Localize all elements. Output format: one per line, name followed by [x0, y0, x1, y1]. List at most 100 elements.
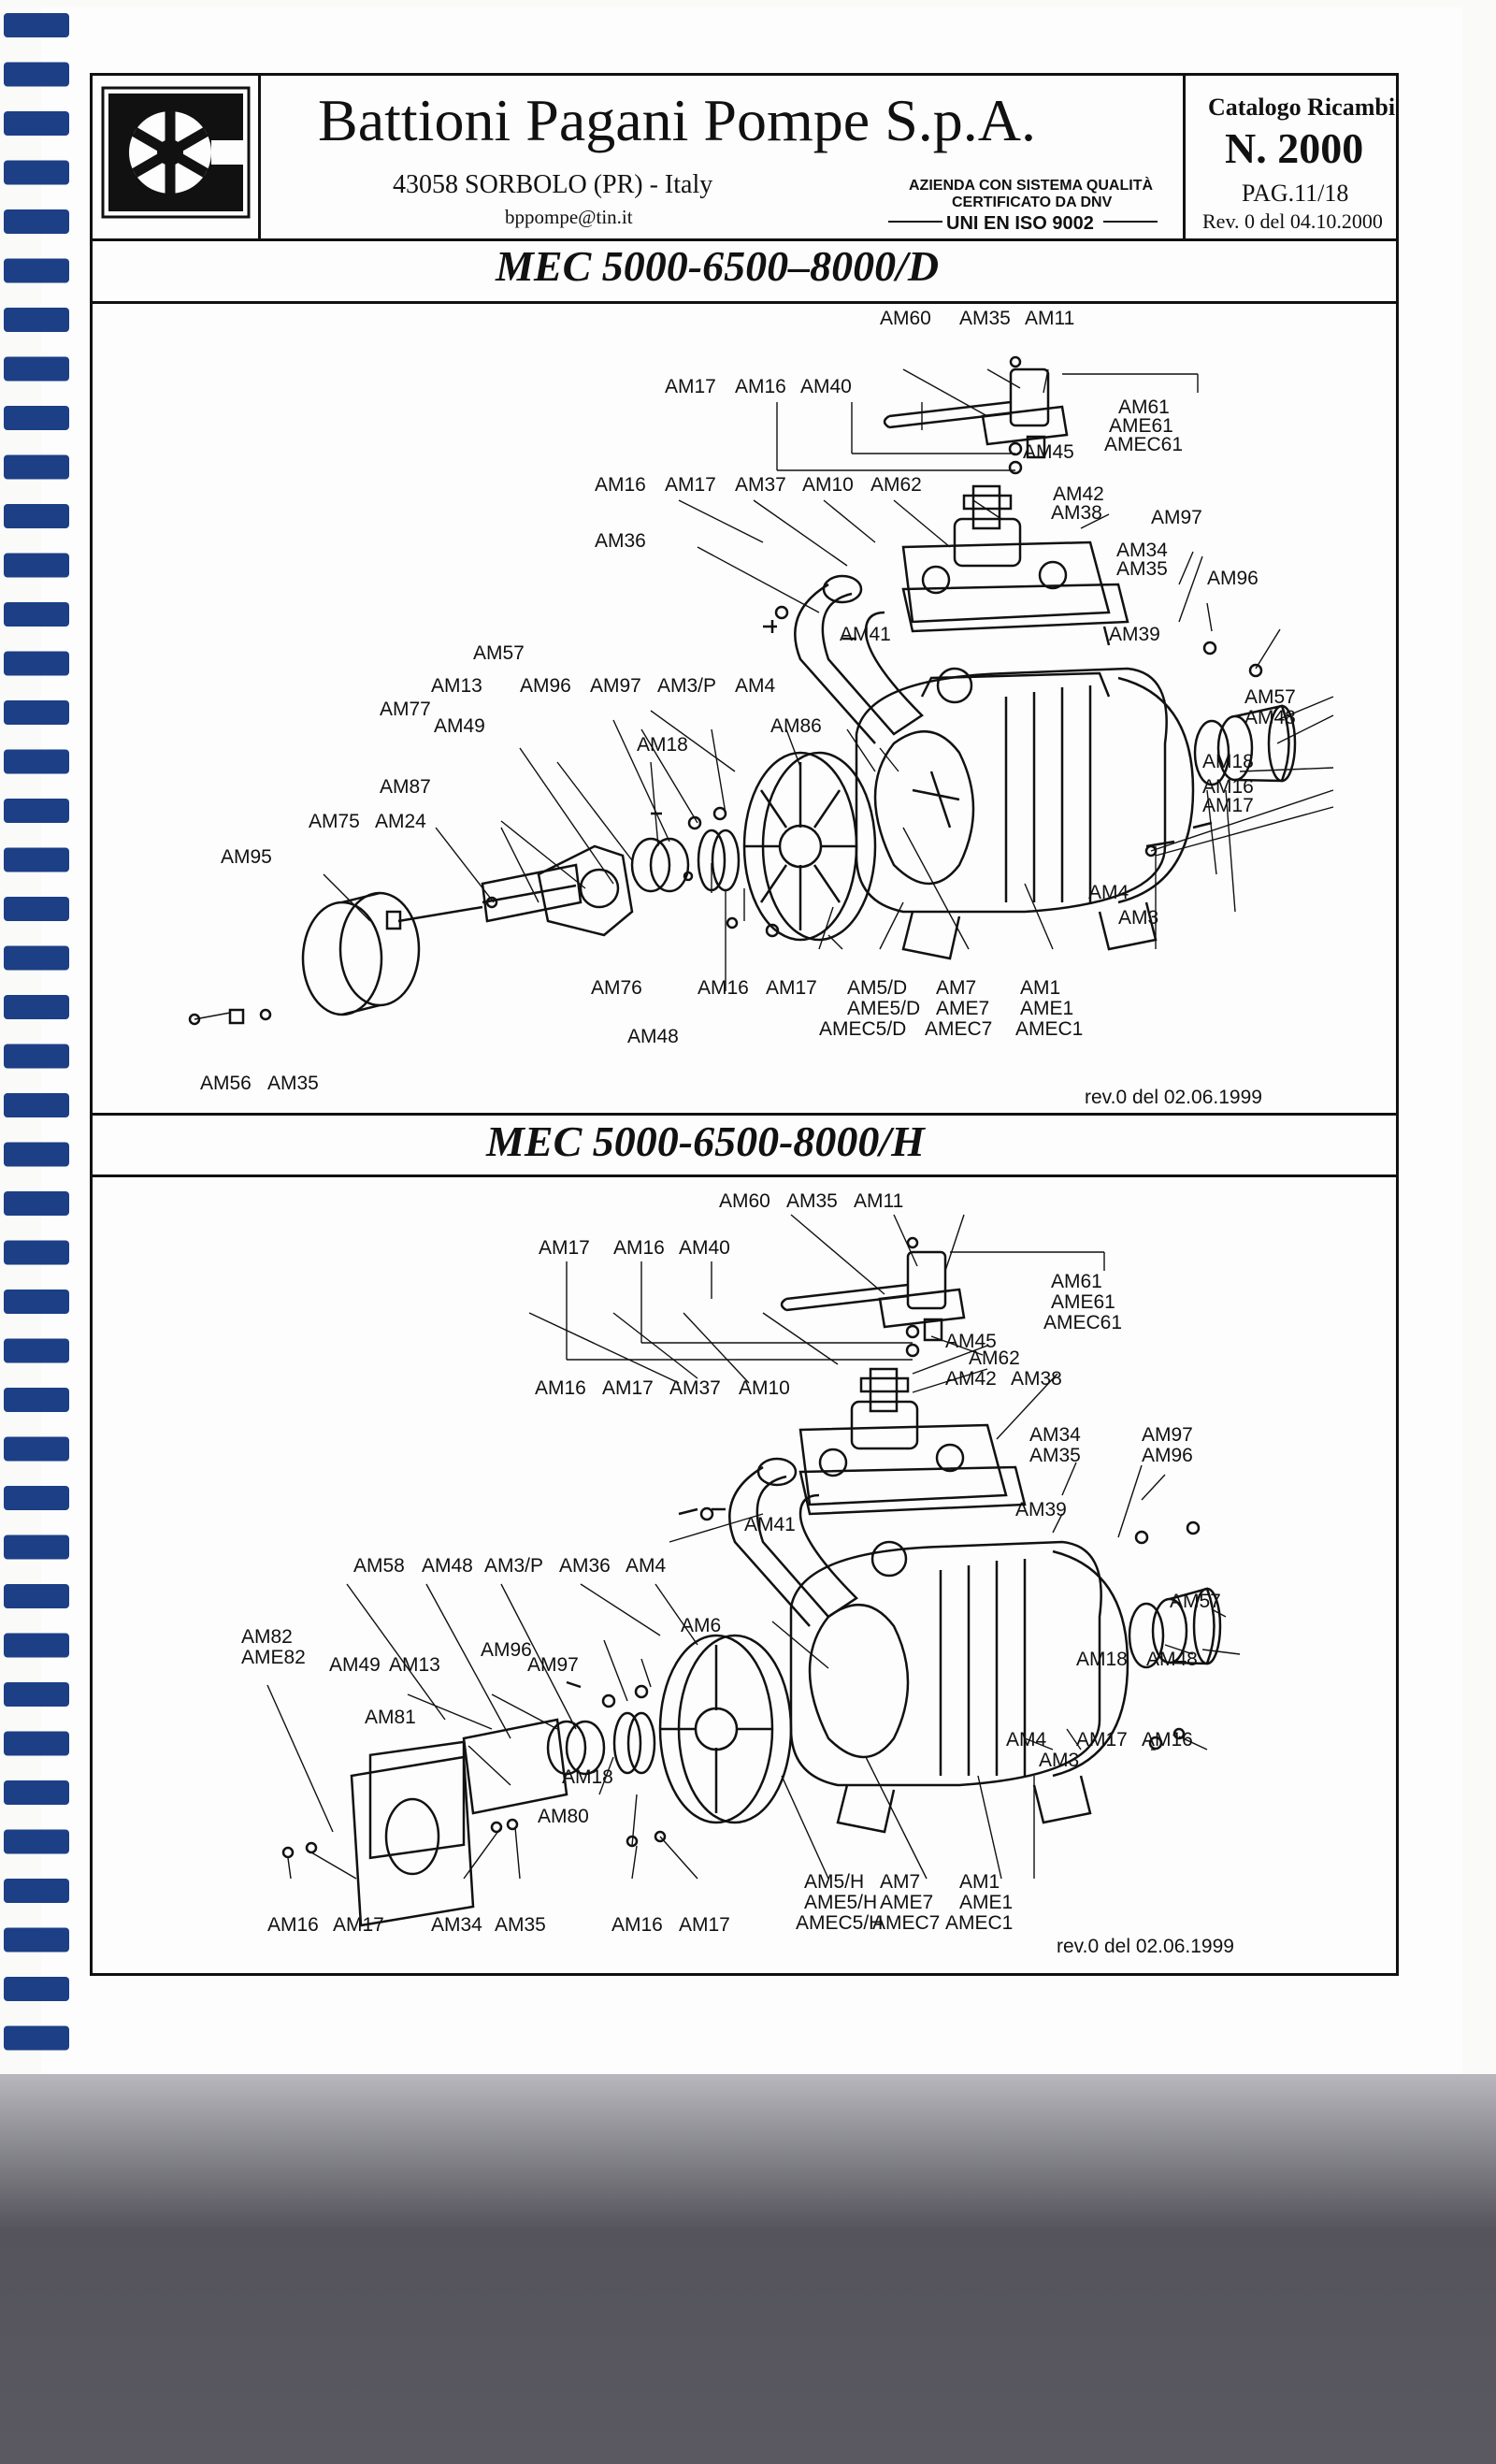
binding-loop [4, 799, 69, 823]
part-callout-label: AME7 [880, 1892, 933, 1913]
part-callout-label: AME5/H [804, 1892, 877, 1913]
binding-loop [4, 1191, 69, 1216]
section-1-title: MEC 5000-6500–8000/D [496, 242, 940, 290]
part-callout-label: AM61 [1051, 1271, 1102, 1292]
part-callout-label: AME1 [959, 1892, 1013, 1913]
company-address: 43058 SORBOLO (PR) - Italy [393, 170, 713, 199]
part-callout-label: AM81 [365, 1707, 416, 1728]
part-callout-label: AM1 [959, 1871, 1000, 1893]
part-callout-label: AM17 [1202, 795, 1254, 816]
binding-loop [4, 504, 69, 528]
part-callout-label: AM48 [1146, 1649, 1198, 1670]
part-callout-label: AM18 [562, 1766, 613, 1788]
part-callout-label: AM45 [945, 1331, 997, 1352]
spiral-binding [4, 13, 69, 2051]
part-callout-label: AM41 [744, 1514, 796, 1535]
part-callout-label: AM48 [1244, 707, 1296, 728]
part-callout-label: AM3 [1118, 907, 1158, 929]
part-callout-label: AM58 [353, 1555, 405, 1577]
catalog-divider [1183, 73, 1186, 238]
company-email: bppompe@tin.it [505, 206, 633, 228]
cert-rule-right [1103, 221, 1158, 223]
part-callout-label: AM4 [1088, 882, 1129, 903]
binding-loop [4, 209, 69, 234]
part-callout-label: AME61 [1051, 1291, 1115, 1313]
part-callout-label: AM7 [936, 977, 976, 999]
part-callout-label: AM60 [719, 1190, 770, 1212]
part-callout-label: AME61 [1109, 415, 1173, 437]
part-callout-label: AM57 [473, 642, 525, 664]
binding-loop [4, 1829, 69, 1854]
part-callout-label: AM40 [800, 376, 852, 397]
catalog-label: Catalogo Ricambi [1208, 94, 1396, 121]
part-callout-label: AM24 [375, 811, 426, 832]
part-callout-label: AMEC1 [1015, 1018, 1083, 1040]
part-callout-label: AME1 [1020, 998, 1073, 1019]
section-divider [90, 1113, 1399, 1116]
part-callout-label: AMEC7 [925, 1018, 992, 1040]
binding-loop [4, 1977, 69, 2001]
binding-loop [4, 847, 69, 872]
catalog-number: N. 2000 [1225, 124, 1364, 172]
section-2-revision: rev.0 del 02.06.1999 [1057, 1936, 1234, 1957]
part-callout-label: AM38 [1051, 502, 1102, 524]
part-callout-label: AM17 [665, 474, 716, 496]
part-callout-label: AM80 [538, 1806, 589, 1827]
section-1-title-rule [90, 301, 1399, 304]
binding-loop [4, 406, 69, 430]
part-callout-label: AMEC61 [1043, 1312, 1122, 1333]
part-callout-label: AM57 [1244, 686, 1296, 708]
part-callout-label: AM82 [241, 1626, 293, 1648]
binding-loop [4, 1093, 69, 1117]
section-1-exploded-diagram: AM60AM35AM11AM17AM16AM40AM61AME61AMEC61A… [188, 308, 1334, 1094]
binding-loop [4, 13, 69, 37]
part-callout-label: AME5/D [847, 998, 920, 1019]
part-callout-label: AM35 [959, 308, 1011, 329]
part-callout-label: AM10 [802, 474, 854, 496]
binding-loop [4, 602, 69, 627]
part-callout-label: AM17 [679, 1914, 730, 1936]
part-callout-label: AM34 [1116, 540, 1168, 561]
binding-loop [4, 651, 69, 676]
binding-loop [4, 111, 69, 136]
company-name: Battioni Pagani Pompe S.p.A. [318, 87, 1036, 153]
part-callout-label: AM42 [945, 1368, 997, 1390]
section-2-title-rule [90, 1174, 1399, 1177]
binding-loop [4, 1486, 69, 1510]
part-callout-label: AM17 [539, 1237, 590, 1259]
part-callout-label: AM87 [380, 776, 431, 798]
binding-loop [4, 1338, 69, 1363]
part-callout-label: AM48 [627, 1026, 679, 1047]
part-callout-label: AM11 [854, 1190, 903, 1212]
part-callout-label: AM45 [1023, 441, 1074, 463]
part-callout-label: AM16 [735, 376, 786, 397]
certification-line-2: CERTIFICATO DA DNV [952, 195, 1113, 210]
part-callout-label: AM16 [698, 977, 749, 999]
part-callout-label: AM96 [1207, 568, 1259, 589]
part-callout-label: AM38 [1011, 1368, 1062, 1390]
binding-loop [4, 1388, 69, 1412]
part-callout-label: AM42 [1053, 483, 1104, 505]
part-callout-label: AMEC5/D [819, 1018, 906, 1040]
binding-loop [4, 62, 69, 87]
part-callout-label: AM40 [679, 1237, 730, 1259]
part-callout-label: AM96 [520, 675, 571, 697]
header-divider [90, 238, 1399, 241]
cert-rule-left [888, 221, 942, 223]
part-callout-label: AM16 [595, 474, 646, 496]
binding-loop [4, 356, 69, 382]
logo-divider [258, 73, 261, 238]
part-callout-label: AM7 [880, 1871, 920, 1893]
binding-loop [4, 897, 69, 921]
part-callout-label: AM97 [1151, 507, 1202, 528]
binding-loop [4, 995, 69, 1019]
part-callout-label: AM96 [481, 1639, 532, 1661]
binding-loop [4, 1584, 69, 1608]
binding-loop [4, 749, 69, 774]
part-callout-label: AMEC1 [945, 1912, 1013, 1934]
certification-standard: UNI EN ISO 9002 [946, 213, 1094, 234]
part-callout-label: AM18 [1076, 1649, 1128, 1670]
part-callout-label: AM34 [1029, 1424, 1081, 1446]
